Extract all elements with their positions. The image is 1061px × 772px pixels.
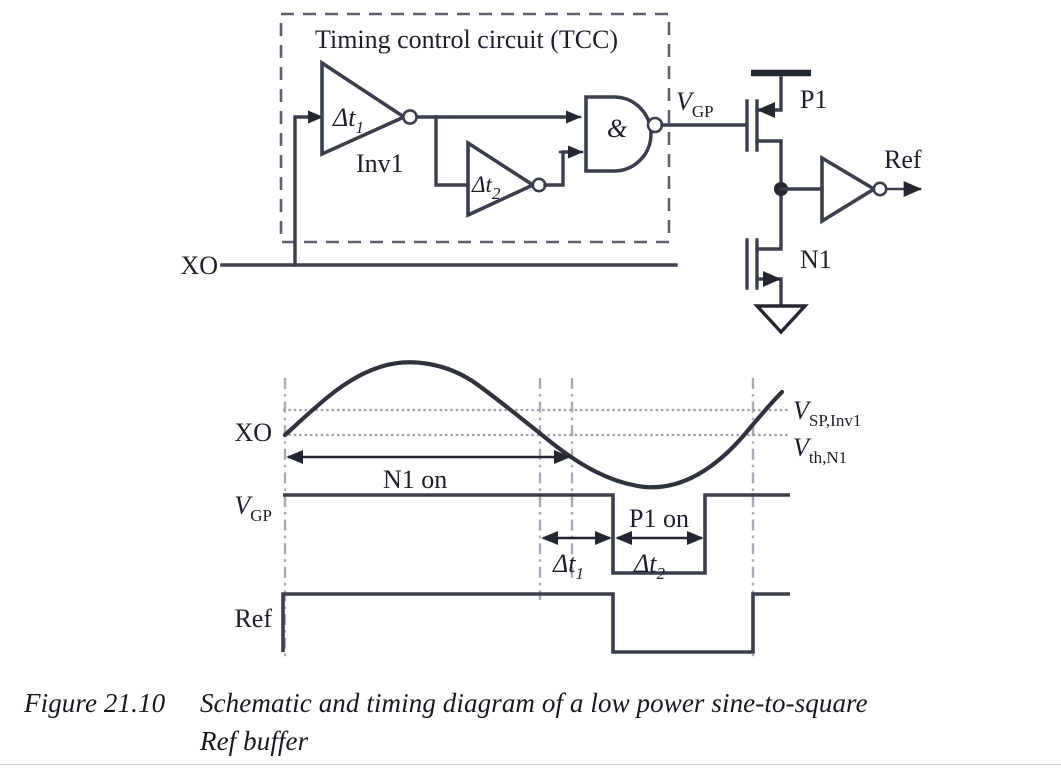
tcc-title-label: Timing control circuit (TCC) xyxy=(315,25,618,54)
figure-caption-line-1: Schematic and timing diagram of a low po… xyxy=(200,688,868,718)
timing-row-label-xo: XO xyxy=(234,418,272,447)
vsp-inv1-label: VSP,Inv1 xyxy=(793,396,861,430)
pmos-drain-wire xyxy=(755,139,783,191)
nand-gate-label: & xyxy=(607,114,628,143)
vth-n1-label: Vth,N1 xyxy=(793,433,847,467)
schematic-group: Δt1 Inv1 Δt2 & VGP xyxy=(180,12,922,335)
xo-sine-waveform xyxy=(282,360,785,490)
inv2-to-nand-bottom-wire xyxy=(543,150,576,187)
timing-row-label-ref: Ref xyxy=(234,604,272,633)
nand-output-bubble xyxy=(646,116,664,134)
figure-number: Figure 21.10 xyxy=(24,688,166,718)
figure-caption: Figure 21.10 Schematic and timing diagra… xyxy=(24,684,1044,760)
inv2-triangle xyxy=(466,139,537,218)
delta-t1-label: Δt1 xyxy=(552,549,584,583)
inv1-output-bubble xyxy=(402,109,418,125)
nmos-label: N1 xyxy=(800,245,832,274)
n1-on-label: N1 on xyxy=(383,465,447,494)
inv1-triangle xyxy=(320,59,408,157)
ref-output-label: Ref xyxy=(884,145,922,174)
output-inverter-bubble xyxy=(872,181,888,197)
inv1-tap-to-inv2 xyxy=(434,115,470,187)
nmos-drain-wire xyxy=(755,187,783,251)
xo-input-label: XO xyxy=(180,251,218,280)
p1-on-label: P1 on xyxy=(629,504,689,533)
ref-waveform xyxy=(281,592,790,654)
pmos-label: P1 xyxy=(800,85,827,114)
page-rule xyxy=(0,764,1061,765)
inv2-delay-label: Δt2 xyxy=(471,172,501,203)
nand-gate-body xyxy=(584,95,653,173)
output-inverter-triangle xyxy=(820,154,878,225)
vgp-label: VGP xyxy=(676,87,714,121)
inv1-name-label: Inv1 xyxy=(356,149,404,178)
inv1-delay-label: Δt1 xyxy=(332,103,364,137)
timing-diagram-group: N1 on Δt1 Δt2 P1 on XO VGP Ref xyxy=(234,360,861,660)
ground-symbol xyxy=(753,304,809,335)
timing-row-label-vgp: VGP xyxy=(234,491,272,525)
delta-t2-label: Δt2 xyxy=(633,549,665,583)
pmos-source-arrow xyxy=(757,102,775,118)
figure-caption-line-2: Ref buffer xyxy=(200,726,309,756)
nmos-source-arrow xyxy=(763,271,781,287)
vgp-waveform xyxy=(283,493,790,575)
